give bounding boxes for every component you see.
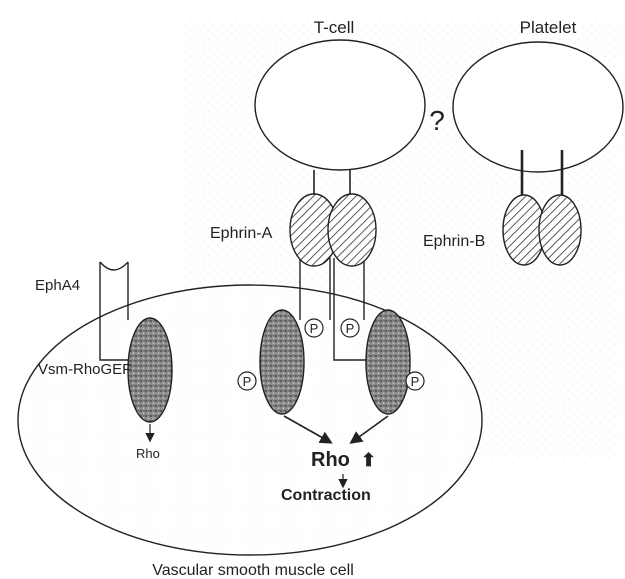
vsmc-label: Vascular smooth muscle cell <box>152 562 354 579</box>
contraction-label: Contraction <box>281 487 371 504</box>
rho-small-label: Rho <box>136 446 160 461</box>
ephrin-a-oval-right <box>328 194 376 266</box>
up-arrow-icon: ⬆ <box>361 450 376 470</box>
phospho-label-2: P <box>346 321 355 336</box>
ephrin-b-label: Ephrin-B <box>423 233 485 250</box>
rhogef-oval-center-left <box>260 310 304 414</box>
vsm-rhogef-oval <box>128 318 172 422</box>
question-mark: ? <box>429 105 445 136</box>
phospho-label-4: P <box>411 374 420 389</box>
ephrin-b-oval-right <box>539 195 581 265</box>
epha4-cup <box>100 262 128 270</box>
platelet-cell <box>453 42 623 172</box>
tcell-cell <box>255 40 425 170</box>
platelet-label: Platelet <box>520 18 577 37</box>
epha4-label: EphA4 <box>35 277 80 294</box>
rho-main-label: Rho <box>311 449 350 471</box>
vsmc-cell-texture <box>18 285 482 555</box>
rhogef-oval-center-right <box>366 310 410 414</box>
phospho-label-3: P <box>243 374 252 389</box>
phospho-label-1: P <box>310 321 319 336</box>
tcell-label: T-cell <box>314 18 355 37</box>
ephrin-a-label: Ephrin-A <box>210 225 273 242</box>
vsm-rhogef-label: Vsm-RhoGEF <box>38 361 131 378</box>
